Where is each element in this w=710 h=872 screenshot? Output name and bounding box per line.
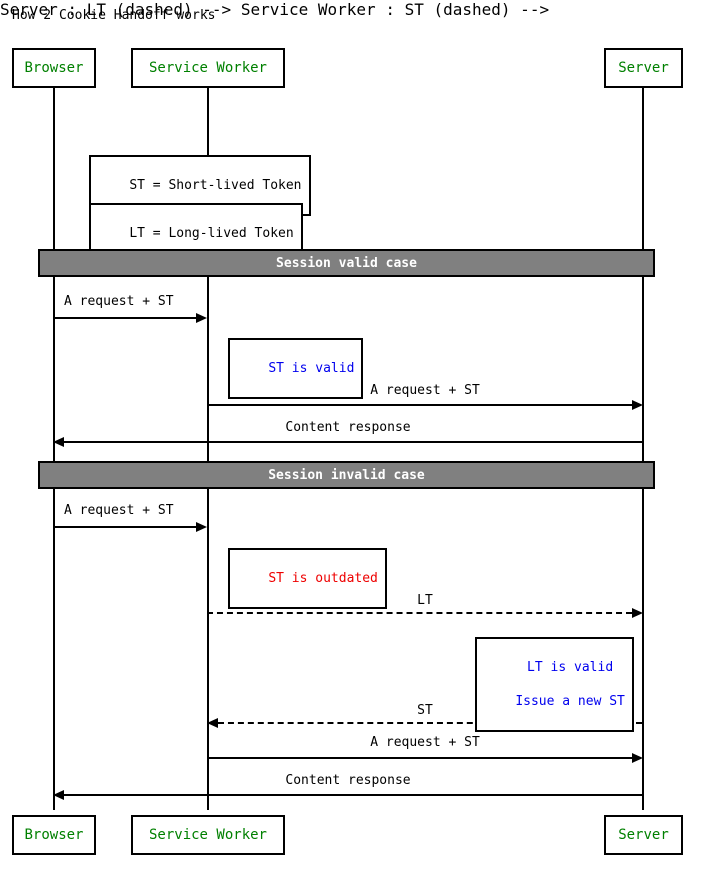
- note-st-outdated: ST is outdated: [228, 548, 387, 609]
- participant-label: Service Worker: [148, 60, 267, 76]
- participant-label: Server: [618, 827, 669, 843]
- message-line-m6: [218, 722, 642, 724]
- participant-browser-bottom[interactable]: Browser: [12, 815, 96, 855]
- message-text: A request + ST: [370, 735, 480, 750]
- message-label-m5: LT: [417, 593, 433, 608]
- arrow-head-m8: [53, 790, 64, 800]
- group-label: Session valid case: [276, 255, 417, 271]
- lifeline-server: [642, 88, 644, 810]
- arrow-head-m3: [53, 437, 64, 447]
- message-text: ST: [417, 703, 433, 718]
- participant-server-top[interactable]: Server: [604, 48, 683, 88]
- diagram-title: How 2 Cookie Handoff works: [12, 8, 216, 23]
- group-divider-session-valid: Session valid case: [38, 249, 655, 277]
- note-line: ST is valid: [268, 361, 355, 376]
- note-st-valid: ST is valid: [228, 338, 364, 399]
- message-label-m2: A request + ST: [370, 383, 480, 398]
- note-lt-valid: LT is valid Issue a new ST: [475, 637, 634, 732]
- lifeline-browser: [53, 88, 55, 810]
- participant-browser-top[interactable]: Browser: [12, 48, 96, 88]
- participant-label: Browser: [24, 60, 84, 76]
- message-label-m1: A request + ST: [64, 294, 174, 309]
- arrow-head-m1: [196, 313, 207, 323]
- participant-label: Browser: [24, 827, 84, 843]
- group-label: Session invalid case: [268, 467, 425, 483]
- message-text: LT: [417, 593, 433, 608]
- message-line-m1: [53, 317, 196, 319]
- arrow-head-m6: [207, 718, 218, 728]
- arrow-head-m5: [632, 608, 643, 618]
- note-line: Issue a new ST: [515, 694, 625, 709]
- message-label-m6: ST: [417, 703, 433, 718]
- message-text: Content response: [285, 773, 411, 788]
- message-line-m3: [64, 441, 643, 443]
- message-text: A request + ST: [64, 294, 174, 309]
- message-text: Content response: [285, 420, 411, 435]
- message-line-m2: [207, 404, 632, 406]
- participant-service-worker-bottom[interactable]: Service Worker: [131, 815, 285, 855]
- participant-label: Server: [618, 60, 669, 76]
- message-label-m4: A request + ST: [64, 503, 174, 518]
- participant-server-bottom[interactable]: Server: [604, 815, 683, 855]
- arrow-head-m7: [632, 753, 643, 763]
- message-text: A request + ST: [64, 503, 174, 518]
- note-line: LT = Long-lived Token: [129, 226, 294, 241]
- message-label-m8: Content response: [285, 773, 410, 788]
- message-line-m5: [207, 612, 632, 614]
- note-line: ST is outdated: [268, 571, 378, 586]
- participant-label: Service Worker: [148, 827, 267, 843]
- arrow-head-m4: [196, 522, 207, 532]
- message-line-m7: [207, 757, 632, 759]
- message-label-m3: Content response: [285, 420, 410, 435]
- participant-service-worker-top[interactable]: Service Worker: [131, 48, 285, 88]
- lifeline-service-worker: [207, 88, 209, 810]
- arrow-head-m2: [632, 400, 643, 410]
- message-line-m4: [53, 526, 196, 528]
- message-text: A request + ST: [370, 383, 480, 398]
- message-line-m8: [64, 794, 643, 796]
- message-label-m7: A request + ST: [370, 735, 480, 750]
- group-divider-session-invalid: Session invalid case: [38, 461, 655, 489]
- note-line: LT is valid: [527, 660, 614, 675]
- note-line: ST = Short-lived Token: [129, 178, 302, 193]
